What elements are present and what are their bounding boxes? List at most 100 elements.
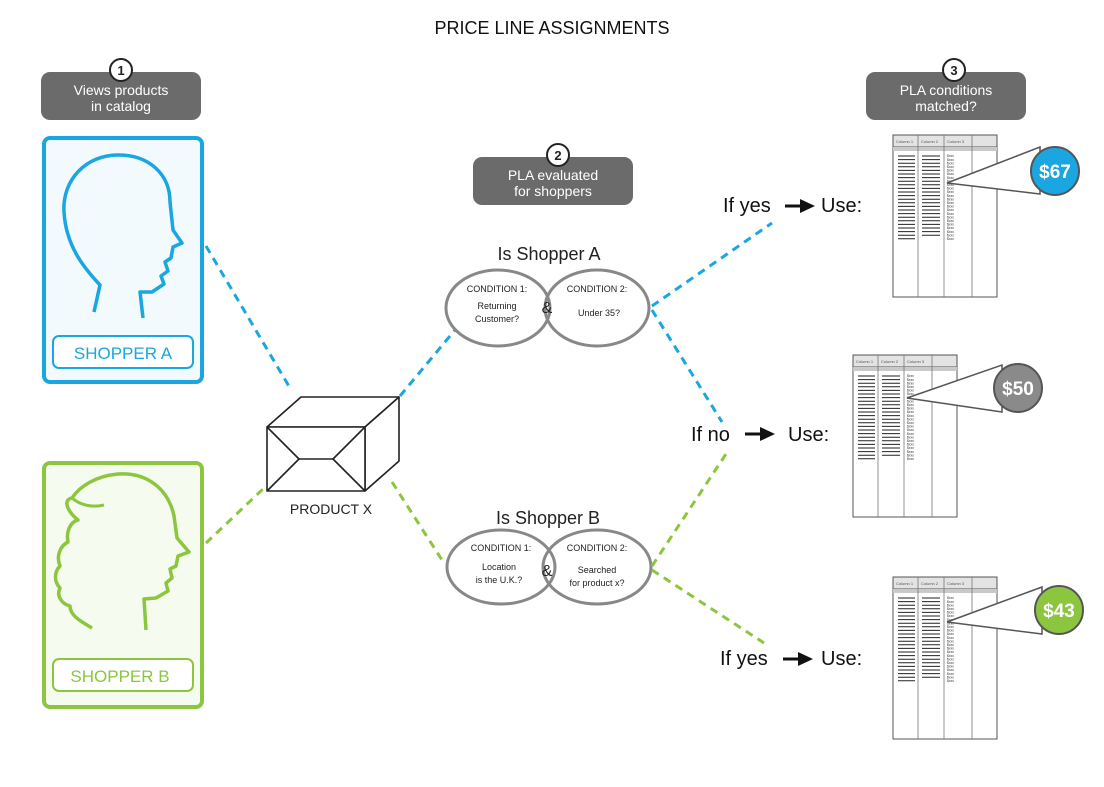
svg-text:$xxx: $xxx — [947, 611, 954, 615]
svg-text:$xxx: $xxx — [907, 407, 914, 411]
shopper-a-label-box — [52, 335, 194, 369]
shopper-b-to-product-line — [204, 486, 266, 545]
product-to-question-a-line — [398, 329, 457, 397]
svg-text:$xxx: $xxx — [907, 374, 914, 378]
price-top: $67 — [1039, 162, 1071, 183]
svg-text:$xxx: $xxx — [947, 187, 954, 191]
question-b-yes-line — [651, 568, 765, 645]
step-3-text-line1: PLA conditions — [900, 82, 993, 98]
price-sheet: Column 1 Column 2 Column 3 $xxx$xxx$xxx$… — [892, 576, 998, 740]
question-shopper-a: Is Shopper A CONDITION 1: Returning Cust… — [444, 244, 651, 348]
svg-text:$xxx: $xxx — [907, 385, 914, 389]
svg-text:$xxx: $xxx — [947, 657, 954, 661]
outcome-mid-use: Use: — [788, 424, 829, 446]
svg-text:$xxx: $xxx — [947, 165, 954, 169]
question-b-condition-2-circle — [541, 528, 653, 606]
svg-text:$xxx: $xxx — [907, 421, 914, 425]
price-sheet: Column 1 Column 2 Column 3 $xxx$xxx$xxx$… — [892, 134, 998, 298]
question-a-cond1-line1: Returning — [477, 301, 516, 311]
price-callout-top: $67 — [946, 145, 1080, 196]
svg-text:$xxx: $xxx — [947, 614, 954, 618]
shopper-a-card: SHOPPER A — [42, 136, 204, 384]
svg-text:$xxx: $xxx — [907, 443, 914, 447]
price-badge-top — [1030, 146, 1080, 196]
svg-text:$xxx: $xxx — [947, 679, 954, 683]
svg-text:$xxx: $xxx — [907, 414, 914, 418]
svg-text:$xxx: $xxx — [907, 399, 914, 403]
outcome-top: If yes Use: — [723, 195, 862, 217]
svg-text:$xxx: $xxx — [947, 650, 954, 654]
svg-text:Column 1: Column 1 — [856, 359, 874, 364]
step-3-number-badge — [942, 58, 966, 82]
svg-text:Column 3: Column 3 — [907, 359, 925, 364]
svg-text:$xxx: $xxx — [947, 169, 954, 173]
svg-text:$xxx: $xxx — [947, 643, 954, 647]
svg-text:$xxx: $xxx — [907, 453, 914, 457]
svg-text:$xxx: $xxx — [907, 392, 914, 396]
question-b-cond2-heading: CONDITION 2: — [567, 543, 628, 553]
question-b-cond1-heading: CONDITION 1: — [471, 543, 532, 553]
svg-text:$xxx: $xxx — [947, 161, 954, 165]
shopper-b-label: SHOPPER B — [70, 667, 169, 686]
svg-text:$xxx: $xxx — [907, 417, 914, 421]
svg-text:$xxx: $xxx — [947, 183, 954, 187]
svg-text:$xxx: $xxx — [947, 197, 954, 201]
step-1-text-line1: Views products — [74, 82, 169, 98]
svg-text:$xxx: $xxx — [947, 629, 954, 633]
svg-text:$xxx: $xxx — [947, 233, 954, 237]
svg-text:$xxx: $xxx — [947, 621, 954, 625]
price-badge-bottom — [1034, 585, 1084, 635]
svg-text:$xxx: $xxx — [907, 381, 914, 385]
svg-text:Column 3: Column 3 — [947, 139, 965, 144]
question-b-condition-1-circle — [445, 528, 557, 606]
svg-text:$xxx: $xxx — [947, 226, 954, 230]
question-a-title: Is Shopper A — [497, 244, 600, 264]
svg-text:$xxx: $xxx — [947, 675, 954, 679]
diagram-title: PRICE LINE ASSIGNMENTS — [434, 18, 669, 38]
step-2-text-line2: for shoppers — [514, 183, 592, 199]
question-b-no-line — [650, 453, 728, 567]
svg-text:$xxx: $xxx — [947, 603, 954, 607]
price-list-bottom: Column 1 Column 2 Column 3 $xxx$xxx$xxx$… — [892, 576, 998, 740]
question-b-cond2-line1: Searched — [578, 565, 617, 575]
svg-text:$xxx: $xxx — [907, 378, 914, 382]
svg-text:$xxx: $xxx — [947, 661, 954, 665]
svg-text:$xxx: $xxx — [947, 607, 954, 611]
question-a-yes-line — [651, 221, 773, 308]
outcome-bottom: If yes Use: — [720, 648, 862, 670]
product-label: PRODUCT X — [290, 501, 373, 517]
step-3-number: 3 — [950, 63, 957, 78]
svg-text:$xxx: $xxx — [947, 672, 954, 676]
question-shopper-b: Is Shopper B CONDITION 1: Location is th… — [445, 508, 653, 606]
svg-text:$xxx: $xxx — [947, 176, 954, 180]
price-list-mid: Column 1 Column 2 Column 3 $xxx$xxx$xxx$… — [852, 354, 958, 518]
svg-text:$xxx: $xxx — [947, 201, 954, 205]
question-a-cond2-line1: Under 35? — [578, 308, 620, 318]
svg-text:$xxx: $xxx — [947, 223, 954, 227]
step-2-number: 2 — [554, 148, 561, 163]
svg-text:$xxx: $xxx — [907, 457, 914, 461]
svg-text:$xxx: $xxx — [947, 600, 954, 604]
svg-text:$xxx: $xxx — [907, 389, 914, 393]
svg-text:$xxx: $xxx — [907, 410, 914, 414]
svg-text:Column 2: Column 2 — [921, 139, 939, 144]
price-bottom: $43 — [1043, 601, 1075, 622]
step-1-label: Views products in catalog 1 — [41, 58, 201, 120]
svg-text:$xxx: $xxx — [947, 172, 954, 176]
product-box-icon — [266, 396, 400, 492]
question-a-no-line — [650, 309, 724, 423]
svg-text:$xxx: $xxx — [947, 654, 954, 658]
question-b-cond2-line2: for product x? — [569, 578, 624, 588]
svg-text:$xxx: $xxx — [947, 618, 954, 622]
svg-text:$xxx: $xxx — [907, 403, 914, 407]
svg-text:$xxx: $xxx — [907, 450, 914, 454]
svg-text:$xxx: $xxx — [947, 639, 954, 643]
svg-text:$xxx: $xxx — [947, 647, 954, 651]
question-b-cond1-line1: Location — [482, 562, 516, 572]
question-b-cond1-line2: is the U.K.? — [476, 575, 523, 585]
price-callout-mid: $50 — [906, 363, 1043, 413]
svg-text:$xxx: $xxx — [947, 194, 954, 198]
svg-text:$xxx: $xxx — [907, 428, 914, 432]
svg-text:$xxx: $xxx — [947, 636, 954, 640]
